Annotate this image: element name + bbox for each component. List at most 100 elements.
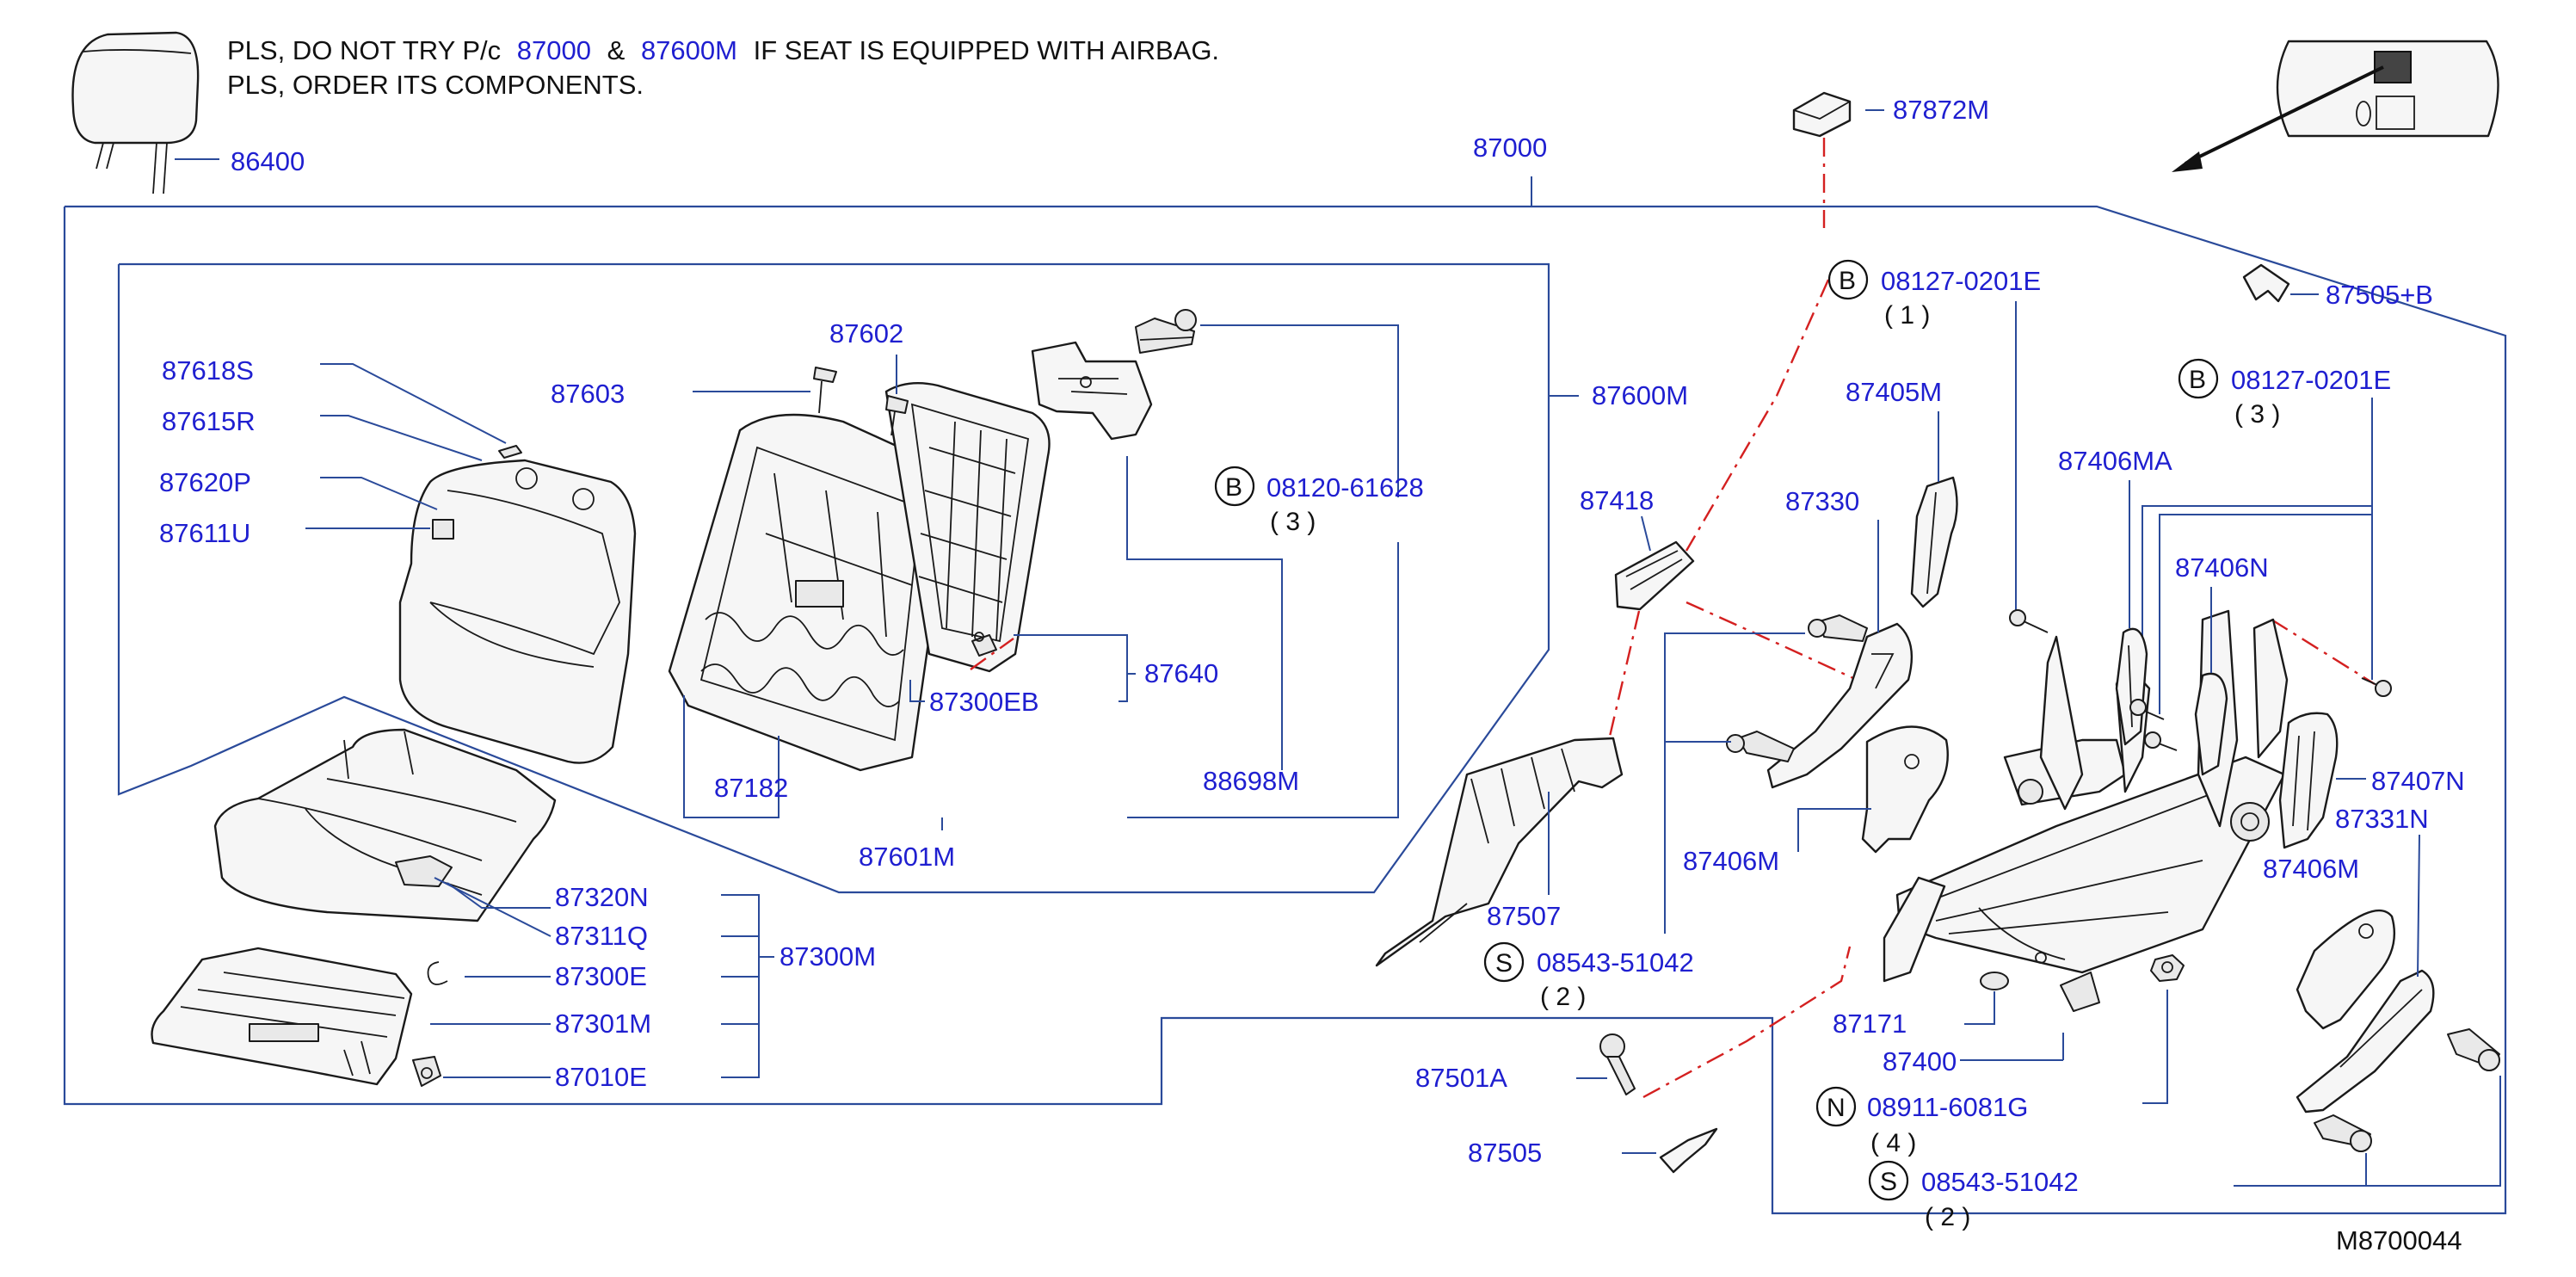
part-87171-cap [1980, 972, 2009, 990]
part-87418 [1614, 515, 1695, 611]
label-87400: 87400 [1883, 1046, 1957, 1077]
callout-b-08120-61628: B 08120-61628 ( 3 ) [1214, 466, 1424, 536]
bolt-adjuster-2 [2129, 699, 2165, 720]
callout-s-08543-51042-center: S 08543-51042 ( 2 ) [1483, 941, 1694, 1011]
part-87331n [2296, 969, 2435, 1114]
callout-b-08127-0201e-1: B 08127-0201E ( 1 ) [1827, 259, 2041, 330]
callout-s1-part: 08543-51042 [1537, 947, 1694, 978]
assembly-frame-87600m [117, 262, 1550, 894]
label-87407n: 87407N [2371, 766, 2465, 796]
callout-s-08543-51042-right: S 08543-51042 ( 2 ) [1868, 1160, 2079, 1231]
bolt-87330-a [1808, 614, 1868, 642]
nut-08911-6081g [2150, 954, 2185, 982]
label-87010e: 87010E [555, 1062, 647, 1092]
leader-n1 [2142, 990, 2168, 1104]
leader-87311q [434, 877, 552, 937]
centerline-b2 [1685, 279, 1830, 552]
bracket-87300m [721, 894, 760, 1078]
callout-s2-part: 08543-51042 [1921, 1167, 2079, 1197]
leader-87406m-left [1797, 808, 1871, 852]
leader-b1 [1200, 324, 1399, 497]
callout-b1-letter: B [1225, 473, 1242, 502]
label-87330: 87330 [1785, 486, 1859, 516]
part-87405m [1910, 411, 1958, 608]
leader-87640 [1014, 634, 1128, 702]
part-87602 [885, 355, 909, 436]
leader-87620p [320, 477, 438, 510]
ring-87300e [427, 961, 448, 985]
label-87615r: 87615R [162, 406, 256, 436]
callout-b2-part: 08127-0201E [1881, 266, 2041, 296]
seat-location-icon [2172, 40, 2499, 172]
part-87330 [1766, 622, 1914, 789]
label-87406m-right: 87406M [2263, 854, 2359, 884]
part-87603 [693, 367, 837, 414]
label-87311q: 87311Q [555, 921, 648, 951]
callout-b2-qty: ( 1 ) [1884, 301, 1930, 330]
callout-b3-qty: ( 3 ) [2234, 400, 2280, 429]
leader-88698m [1126, 456, 1283, 770]
leader-b3-a [2142, 505, 2372, 684]
label-87406m-left: 87406M [1683, 846, 1779, 876]
label-87000: 87000 [1473, 133, 1547, 163]
centerline-87330 [1685, 601, 1877, 690]
label-87300eb: 87300EB [929, 687, 1039, 717]
label-87603: 87603 [551, 379, 625, 409]
leader-b1-down [1127, 542, 1399, 818]
centerline-87418 [1607, 610, 1641, 741]
bolt-87331n-b [2314, 1114, 2372, 1152]
bolt-adjuster-3 [2144, 731, 2178, 751]
label-87406n: 87406N [2175, 552, 2269, 583]
label-87331n: 87331N [2335, 804, 2429, 834]
label-87507: 87507 [1487, 901, 1561, 931]
figure-code: M8700044 [2336, 1225, 2462, 1255]
label-87505-b: 87505+B [2326, 280, 2433, 310]
clip-87010e [412, 1056, 441, 1087]
part-87501a [1576, 1033, 1636, 1095]
label-87501a: 87501A [1415, 1063, 1507, 1093]
bolt-08120-61628 [1135, 309, 1197, 354]
label-87620p: 87620P [159, 467, 251, 497]
leader-87618s [320, 363, 507, 444]
label-87618s: 87618S [162, 355, 254, 386]
callout-s1-letter: S [1495, 949, 1513, 978]
callout-b2-letter: B [1839, 267, 1856, 295]
bolt-adjuster-4 [2361, 677, 2392, 697]
seatback-panel-88698m [884, 382, 1051, 673]
label-87320n: 87320N [555, 882, 649, 912]
assembly-frame-87000 [63, 205, 2507, 1215]
callout-b3-letter: B [2189, 366, 2206, 394]
label-87611u: 87611U [159, 518, 250, 548]
part-87505 [1622, 1127, 1718, 1174]
centerline-b3 [2271, 618, 2376, 686]
seat-adjuster-frame-87400 [1883, 609, 2289, 1012]
callout-n1-letter: N [1827, 1094, 1846, 1122]
note-line-1: PLS, DO NOT TRY P/c 87000 & 87600M IF SE… [227, 35, 1219, 65]
part-87406n [2194, 672, 2228, 776]
label-87182: 87182 [714, 773, 788, 803]
callout-n-08911-6081g: N 08911-6081G ( 4 ) [1815, 1086, 2028, 1157]
callout-b1-qty: ( 3 ) [1270, 508, 1316, 536]
bolt-adjuster-1 [2009, 609, 2049, 633]
label-87406ma: 87406MA [2058, 446, 2172, 476]
part-87872m [1792, 91, 1884, 138]
headrest-86400 [71, 31, 219, 194]
label-86400: 86400 [231, 146, 305, 176]
leader-87331n [2417, 834, 2420, 978]
label-87300m: 87300M [780, 941, 876, 972]
callout-n1-qty: ( 4 ) [1870, 1129, 1916, 1157]
label-87640: 87640 [1144, 658, 1218, 688]
leader-87171 [1964, 991, 1995, 1025]
bolt-87330-b [1726, 731, 1795, 762]
callout-s2-letter: S [1880, 1168, 1897, 1196]
callout-b3-part: 08127-0201E [2231, 365, 2391, 395]
part-87406m-left [1861, 725, 1949, 854]
part-87406m-right [2296, 909, 2395, 1030]
label-87602: 87602 [829, 318, 903, 349]
callout-s1-qty: ( 2 ) [1540, 983, 1586, 1011]
seatback-trim-cover [398, 445, 637, 764]
label-87405m: 87405M [1846, 377, 1942, 407]
label-87300e: 87300E [555, 961, 647, 991]
label-87301m: 87301M [555, 1009, 651, 1039]
